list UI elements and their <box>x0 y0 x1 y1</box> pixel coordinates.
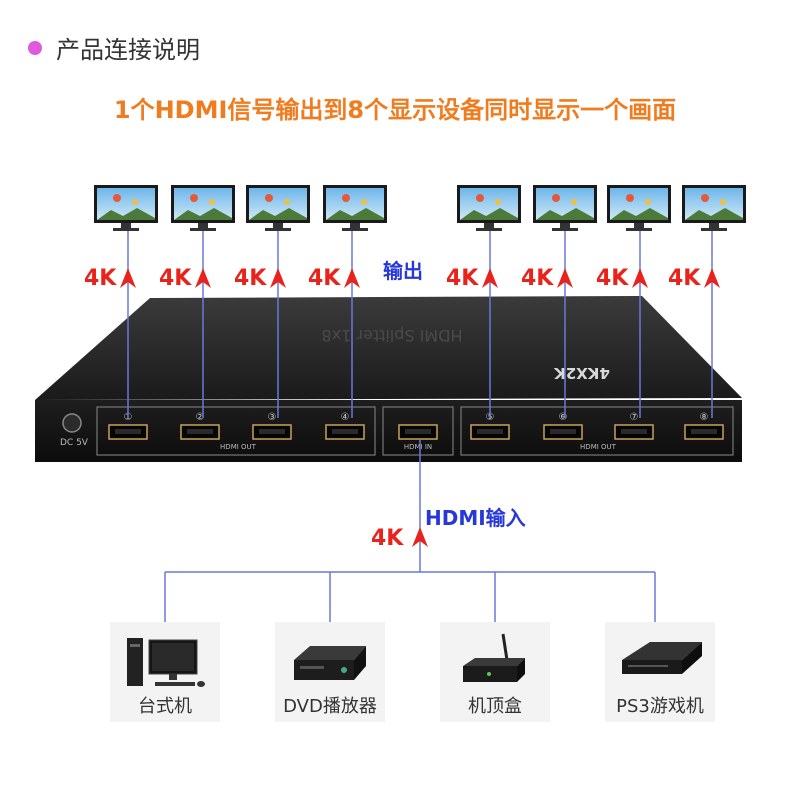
input-lines <box>164 440 656 636</box>
hdmi-out-port: ② <box>180 412 220 440</box>
output-resolution-label: 4K <box>668 266 701 291</box>
output-resolution-label: 4K <box>308 266 341 291</box>
up-arrow-icon <box>557 268 573 288</box>
up-arrow-icon <box>482 268 498 288</box>
port-number: ⑧ <box>700 412 709 423</box>
port-number: ⑥ <box>559 412 568 423</box>
section-title: 产品连接说明 <box>28 30 200 65</box>
monitor-icon <box>681 184 747 232</box>
hdmi-out-port: ④ <box>325 412 365 440</box>
in-group <box>382 406 454 456</box>
output-resolution-label: 4K <box>84 266 117 291</box>
bullet-dot-icon <box>28 40 42 55</box>
output-resolution-label: 4K <box>521 266 554 291</box>
output-label: 输出 <box>383 259 423 283</box>
hdmi-out-port: ③ <box>252 412 292 440</box>
source-device-desktop: 台式机 <box>110 622 220 722</box>
port-number: ④ <box>341 412 350 423</box>
up-arrow-icon <box>632 268 648 288</box>
up-arrow-icon <box>120 268 136 288</box>
device-label-dvd: DVD播放器 <box>283 696 377 717</box>
output-resolution-label: 4K <box>446 266 479 291</box>
device-label-stb: 机顶盒 <box>468 696 522 717</box>
hdmi-in-port <box>398 424 438 440</box>
splitter-top <box>35 296 742 400</box>
hdmi-out-port: ⑥ <box>543 412 583 440</box>
input-label: HDMI输入 <box>425 506 526 530</box>
hdmi-in-label: HDMI IN <box>404 443 432 451</box>
set-top-box-icon <box>463 633 525 682</box>
monitor-icon <box>606 184 672 232</box>
output-lines <box>127 228 713 418</box>
hdmi-out-port: ⑧ <box>684 412 724 440</box>
arrow-marks <box>120 268 720 547</box>
up-arrow-icon <box>344 268 360 288</box>
output-resolution-label: 4K <box>159 266 192 291</box>
desktop-computer-icon <box>127 638 205 687</box>
hdmi-out-port: ⑦ <box>614 412 654 440</box>
device-label-desktop: 台式机 <box>138 696 192 717</box>
out-group-right <box>460 406 734 456</box>
section-title-text: 产品连接说明 <box>56 36 200 64</box>
monitor-icon <box>532 184 598 232</box>
monitor-icon <box>93 184 159 232</box>
output-resolution-label: 4K <box>234 266 267 291</box>
monitor-icon <box>245 184 311 232</box>
hdmi-out-label-right: HDMI OUT <box>580 443 617 451</box>
port-number: ② <box>196 412 205 423</box>
splitter-badge: 4KX2K <box>553 364 610 382</box>
up-arrow-icon <box>412 527 428 547</box>
port-number: ③ <box>268 412 277 423</box>
out-group-left <box>96 406 376 456</box>
source-device-ps3: PS3游戏机 <box>605 622 715 722</box>
game-console-icon <box>622 642 702 674</box>
device-label-ps3: PS3游戏机 <box>616 696 704 717</box>
monitor-icon <box>456 184 522 232</box>
up-arrow-icon <box>270 268 286 288</box>
output-resolution-label: 4K <box>596 266 629 291</box>
port-number: ⑦ <box>630 412 639 423</box>
headline: 1个HDMI信号输出到8个显示设备同时显示一个画面 <box>113 96 677 124</box>
dc-jack-icon <box>62 413 82 433</box>
dvd-player-icon <box>294 646 366 680</box>
up-arrow-icon <box>704 268 720 288</box>
source-device-dvd: DVD播放器 <box>275 622 385 722</box>
splitter-brand: HDMI Splitter 1x8 <box>321 326 462 345</box>
monitor-icon <box>170 184 236 232</box>
hdmi-ports: ①②③④⑤⑥⑦⑧ <box>108 412 724 440</box>
hdmi-out-label-left: HDMI OUT <box>220 443 257 451</box>
input-resolution-label: 4K <box>371 526 404 551</box>
monitor-icon <box>322 184 388 232</box>
dc-label: DC 5V <box>60 438 89 448</box>
source-device-stb: 机顶盒 <box>440 622 550 722</box>
up-arrow-icon <box>195 268 211 288</box>
